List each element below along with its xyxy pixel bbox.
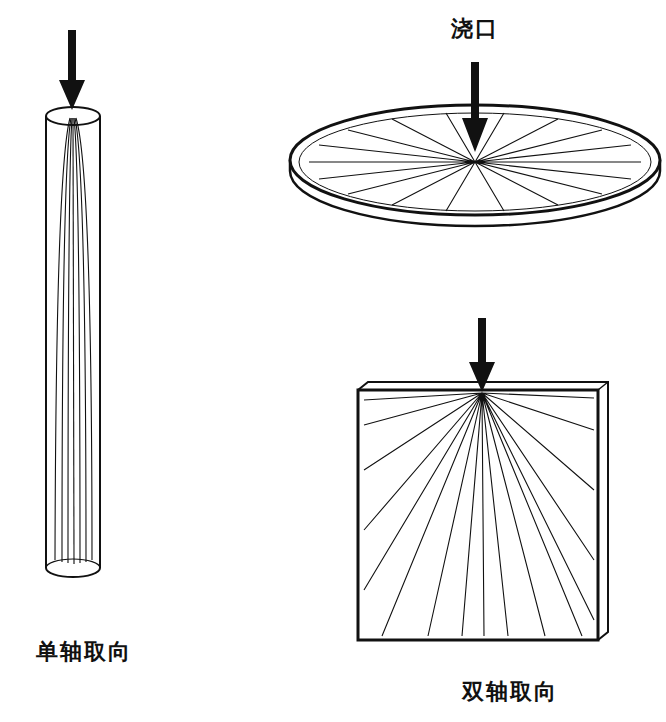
gate-arrow [462,62,488,152]
rod-figure [46,30,100,577]
rod-bottom-rim [46,559,100,568]
rod-body [46,116,100,577]
rod-flow-lines [55,118,92,564]
plate-face [358,390,598,640]
plate-flow-lines [364,393,594,636]
disk-figure [290,62,660,226]
plate-figure [358,318,608,640]
orientation-label: 单轴取向 [36,640,132,664]
plate-depth [358,382,608,640]
gate-arrow [469,318,495,392]
orientation-label: 双轴取向 [462,680,558,704]
gate-label: 浇口 [451,17,499,41]
gate-arrow [59,30,85,110]
